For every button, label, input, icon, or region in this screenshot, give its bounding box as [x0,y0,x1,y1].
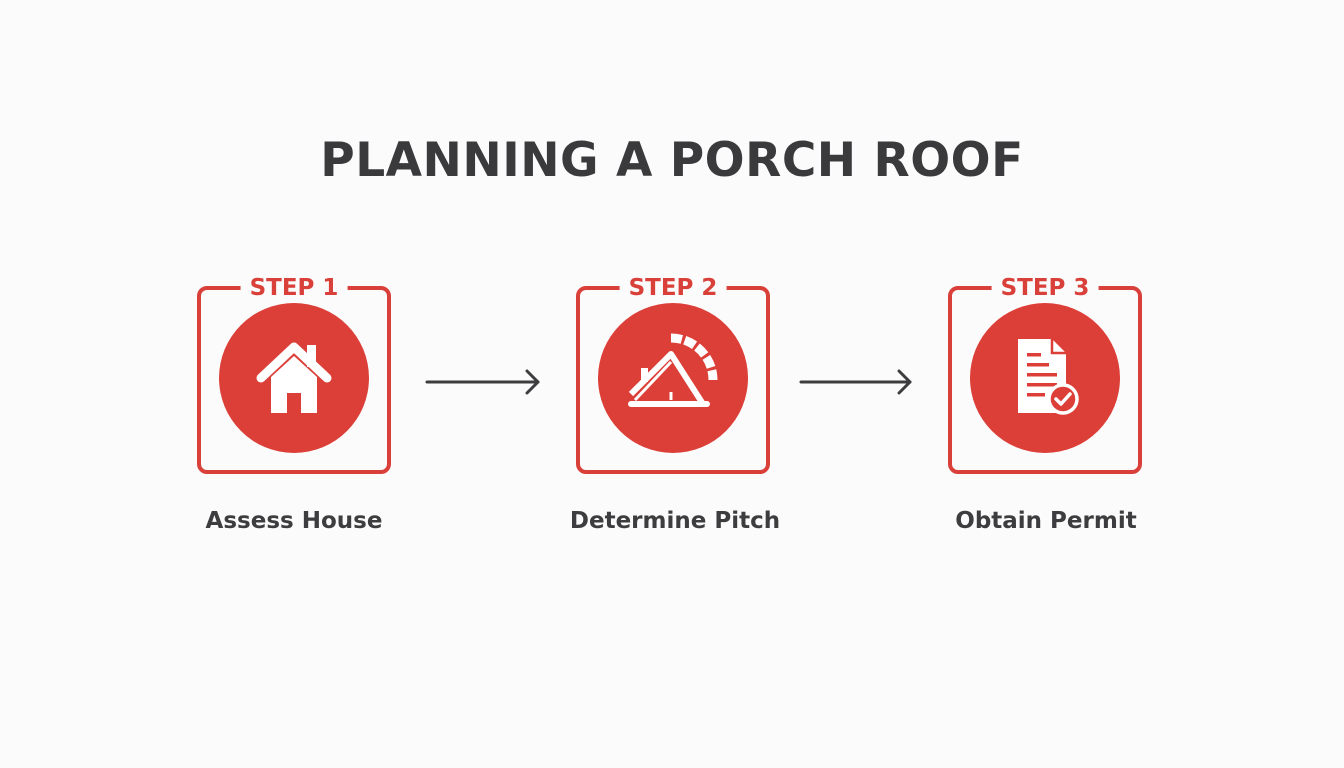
step-3-label: STEP 3 [991,273,1099,303]
step-3-card: STEP 3 [948,273,1142,474]
step-2-card: STEP 2 [576,273,770,474]
step-3-caption: Obtain Permit [955,508,1137,534]
house-icon [256,342,332,413]
step-2-label: STEP 2 [619,273,727,303]
step-1-icon-circle [219,303,369,453]
page-title: PLANNING A PORCH ROOF [320,133,1024,188]
permit-document-check-icon [1018,339,1079,415]
step-1-caption: Assess House [205,508,383,534]
step-1-label: STEP 1 [240,273,348,303]
step-1-card: STEP 1 [197,273,391,474]
roof-pitch-icon [628,333,718,407]
step-2-icon-circle [598,303,748,453]
step-3-icon-circle [970,303,1120,453]
arrow-right-icon [425,369,540,395]
arrow-right-icon [799,369,912,395]
step-2-caption: Determine Pitch [569,508,781,534]
